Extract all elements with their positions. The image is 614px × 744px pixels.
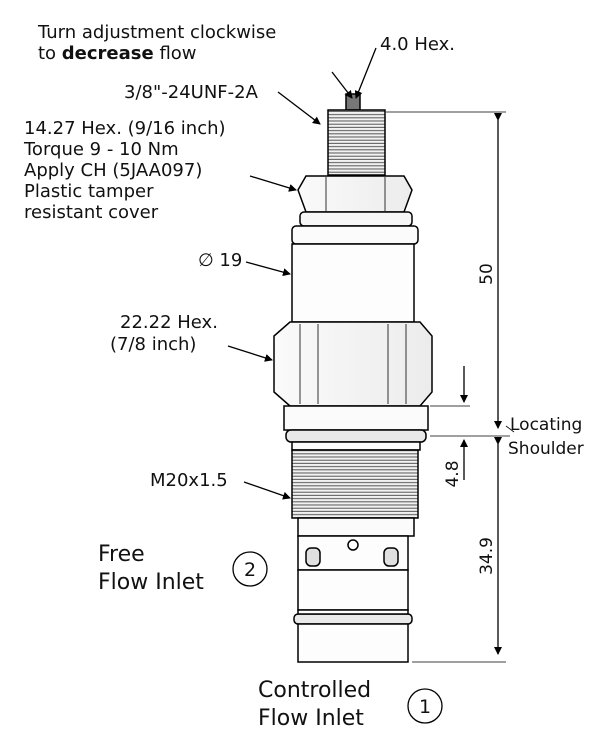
port-2-circle	[232, 551, 268, 587]
nut-label-line5: resistant cover	[24, 202, 159, 223]
hex-body-label-line1: 22.22 Hex.	[120, 312, 218, 333]
adjust-instruction-line2: to decrease flow	[38, 43, 197, 64]
lower-body	[297, 569, 409, 611]
large-hex	[273, 321, 433, 407]
free-flow-label-line2: Flow Inlet	[98, 570, 204, 595]
locating-flange	[283, 405, 429, 431]
small-hex-nut	[297, 175, 413, 213]
locating-label-line2: Shoulder	[508, 439, 584, 459]
bleed-hole	[347, 539, 359, 551]
dim-shoulder: 4.8	[443, 460, 463, 487]
m20-thread	[291, 449, 419, 519]
locating-label-line1: Locating	[510, 415, 582, 435]
port-2-number: 2	[244, 559, 256, 581]
o-ring-upper	[285, 429, 427, 443]
hex-adjust-label: 4.0 Hex.	[380, 34, 455, 55]
dimension-lines	[386, 111, 515, 663]
o-ring-lower	[293, 613, 413, 625]
step-ring	[291, 225, 419, 245]
dim-overall: 50	[477, 263, 497, 285]
top-thread	[327, 109, 386, 176]
port-1-number: 1	[419, 696, 431, 718]
adjust-socket	[345, 93, 361, 111]
top-thread-label: 3/8"-24UNF-2A	[124, 82, 259, 103]
adjust-instruction-line1: Turn adjustment clockwise	[37, 22, 276, 43]
diameter-body	[291, 243, 415, 323]
nut-label-line3: Apply CH (5JAA097)	[24, 160, 202, 181]
body-thread-label: M20x1.5	[150, 470, 228, 491]
port-1-circle	[407, 688, 443, 724]
hex-body-label-line2: (7/8 inch)	[110, 334, 196, 355]
nut-label-line4: Plastic tamper	[24, 181, 154, 202]
dim-lower: 34.9	[477, 537, 497, 575]
free-flow-label-line1: Free	[98, 542, 145, 567]
nose	[297, 623, 409, 663]
nut-label-line2: Torque 9 - 10 Nm	[23, 139, 179, 160]
controlled-flow-label-line1: Controlled	[258, 678, 371, 703]
controlled-flow-label-line2: Flow Inlet	[258, 706, 364, 731]
nut-label-line1: 14.27 Hex. (9/16 inch)	[24, 118, 226, 139]
leader-lines	[227, 47, 377, 500]
nut-collar	[299, 211, 413, 227]
diameter-label: ∅ 19	[198, 250, 242, 271]
valve-body	[273, 93, 433, 663]
